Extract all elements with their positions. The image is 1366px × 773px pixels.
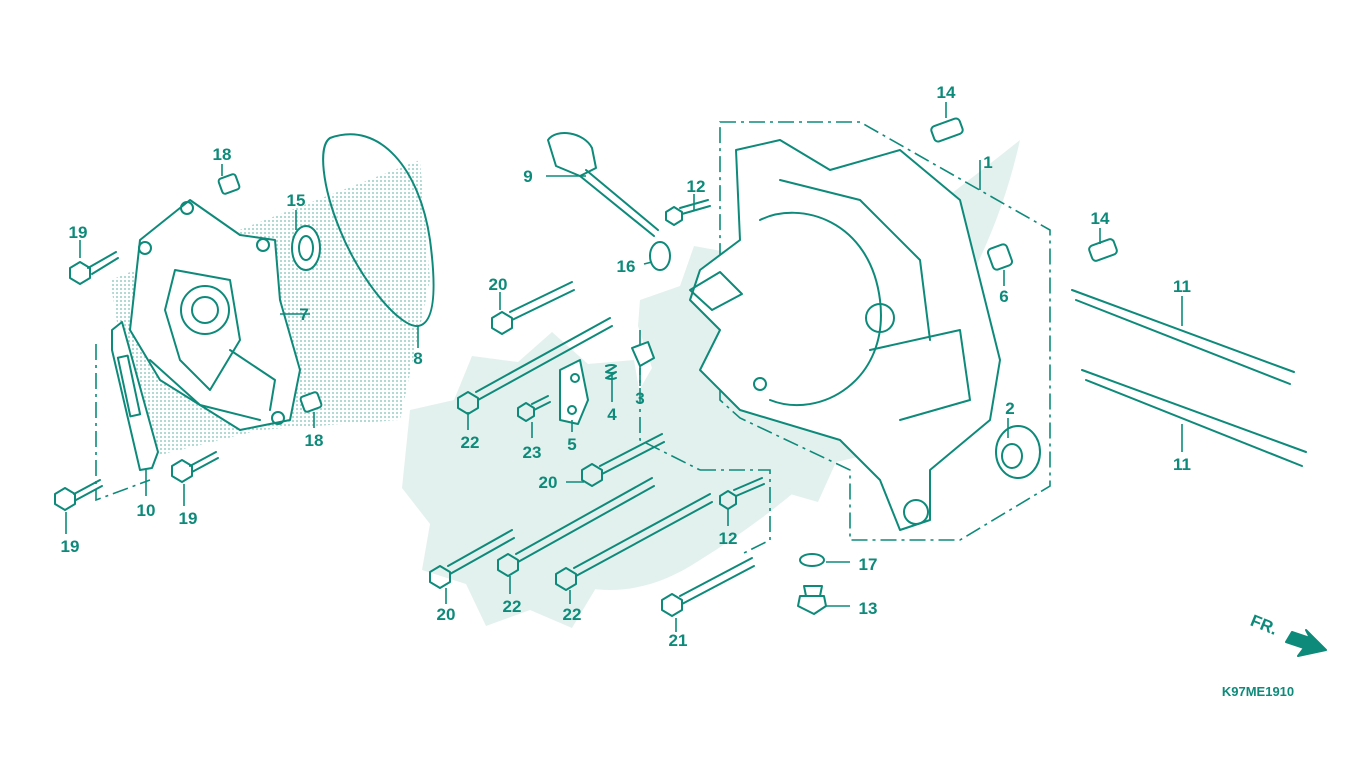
leader-lines [65,102,1183,632]
callout-19a: 19 [69,223,88,242]
callout-19b: 19 [61,537,80,556]
callout-22c: 22 [563,605,582,624]
callout-13: 13 [859,599,878,618]
callout-1: 1 [983,153,992,172]
crankcase [689,139,1001,531]
callout-20a: 20 [489,275,508,294]
callout-6: 6 [999,287,1008,306]
callout-4: 4 [607,405,617,424]
callout-16: 16 [617,257,636,276]
front-direction-label: FR. [1248,611,1281,639]
callout-17: 17 [859,555,878,574]
callout-2: 2 [1005,399,1014,418]
small-parts [559,341,655,425]
diagram-code: K97ME1910 [1222,684,1294,699]
callout-3: 3 [635,389,644,408]
callout-labels: 1 2 3 4 5 6 7 8 9 10 11 11 12 12 13 14 1… [61,83,1191,650]
callout-20c: 20 [437,605,456,624]
gasket-outline [322,133,435,328]
callout-8: 8 [413,349,422,368]
callout-10: 10 [137,501,156,520]
callout-12a: 12 [687,177,706,196]
long-studs [1071,289,1307,467]
callout-7: 7 [299,305,308,324]
callout-11a: 11 [1173,277,1191,296]
callout-18a: 18 [213,145,232,164]
callout-5: 5 [567,435,576,454]
callout-11b: 11 [1173,455,1191,474]
callout-21: 21 [669,631,688,650]
callout-22b: 22 [503,597,522,616]
left-cover-assembly [54,160,430,511]
bearing-and-hardware [797,117,1118,615]
dipstick-part [547,132,671,271]
callout-14b: 14 [1091,209,1110,228]
callout-12b: 12 [719,529,738,548]
callout-15: 15 [287,191,306,210]
callout-23: 23 [523,443,542,462]
front-direction-arrow [1285,629,1327,657]
callout-19c: 19 [179,509,198,528]
callout-14a: 14 [937,83,956,102]
callout-9: 9 [523,167,532,186]
callout-20b: 20 [539,473,558,492]
callout-22a: 22 [461,433,480,452]
callout-18b: 18 [305,431,324,450]
